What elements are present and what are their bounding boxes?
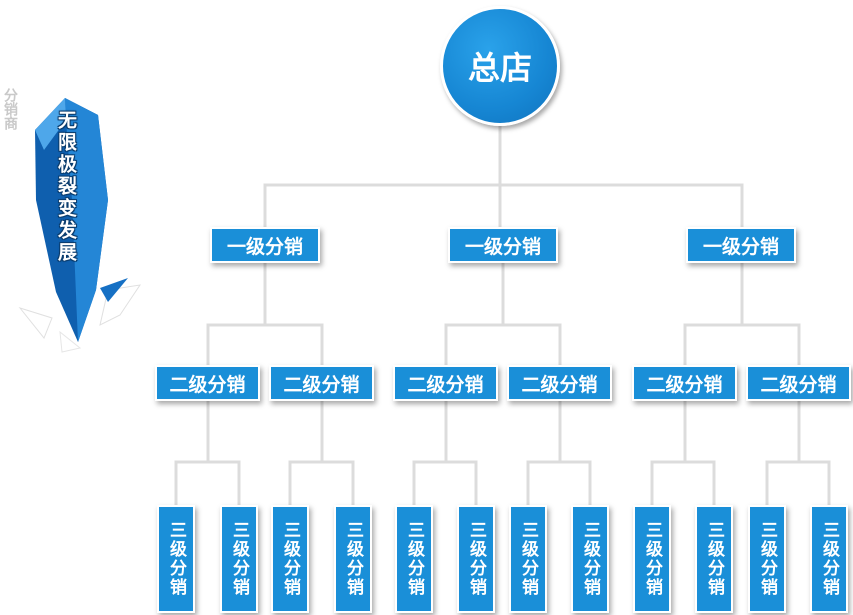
level3-node: 三级分销 [220, 505, 258, 613]
side-label: 分销商 [2, 88, 18, 130]
level1-node: 一级分销 [210, 227, 320, 263]
level1-node: 一级分销 [448, 227, 558, 263]
level3-node: 三级分销 [633, 505, 671, 613]
level3-node: 三级分销 [509, 505, 547, 613]
banner-text: 无限极裂变发展 [55, 110, 77, 264]
level3-node: 三级分销 [810, 505, 848, 613]
level2-node: 二级分销 [155, 365, 260, 401]
level3-node: 三级分销 [157, 505, 195, 613]
level2-node: 二级分销 [746, 365, 851, 401]
level3-node: 三级分销 [457, 505, 495, 613]
level1-node: 一级分销 [686, 227, 796, 263]
level3-node: 三级分销 [571, 505, 609, 613]
level2-node: 二级分销 [507, 365, 612, 401]
banner-arrow-graphic [18, 98, 142, 353]
level2-node: 二级分销 [393, 365, 498, 401]
level2-node: 二级分销 [632, 365, 737, 401]
level3-node: 三级分销 [695, 505, 733, 613]
level2-node: 二级分销 [269, 365, 374, 401]
level3-node: 三级分销 [395, 505, 433, 613]
level3-node: 三级分销 [334, 505, 372, 613]
root-node: 总店 [440, 6, 560, 126]
level3-node: 三级分销 [271, 505, 309, 613]
level3-node: 三级分销 [748, 505, 786, 613]
